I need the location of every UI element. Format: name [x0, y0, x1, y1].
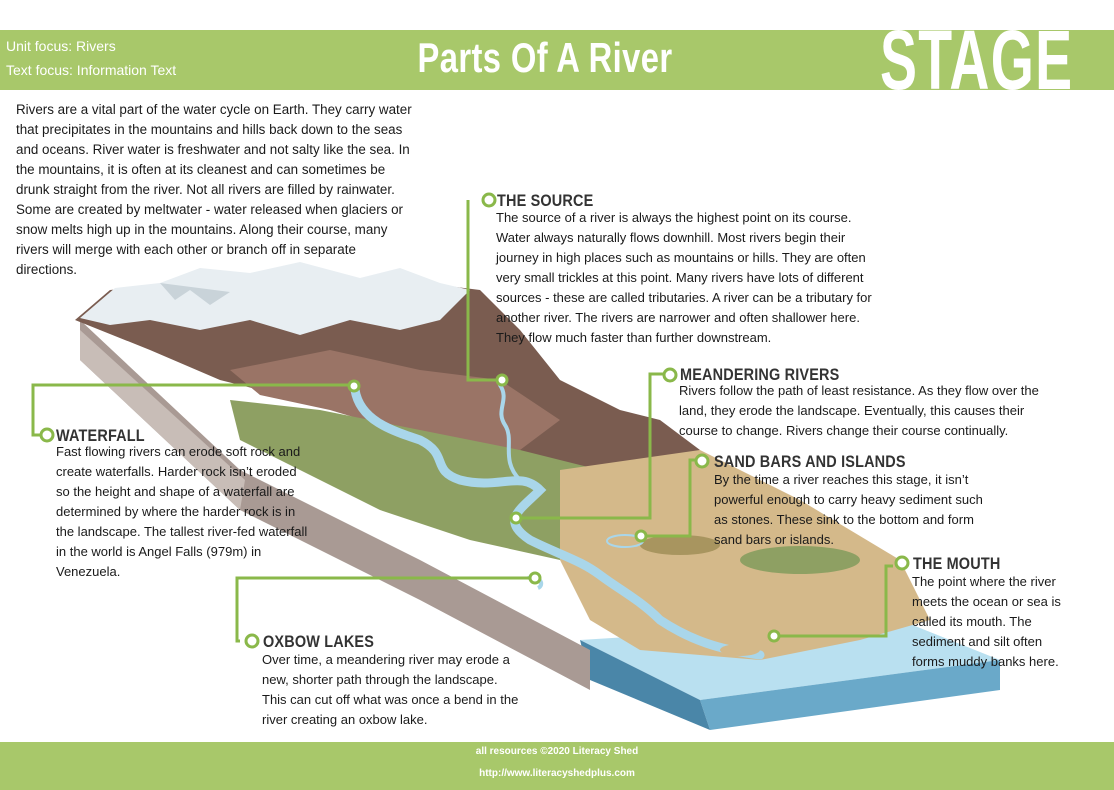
meandering-marker [662, 367, 678, 383]
grass-patch [740, 546, 860, 574]
earth-side-left [80, 330, 245, 510]
footer-copyright: all resources ©2020 Literacy Shed [475, 746, 639, 757]
source-marker [481, 192, 497, 208]
sandbars-title: SAND BARS AND ISLANDS [714, 452, 906, 471]
waterfall-point-marker [347, 379, 361, 393]
meandering-connector [516, 372, 668, 520]
oxbow-title: OXBOW LAKES [263, 632, 375, 651]
footer-url-link[interactable]: http://www.literacyshedplus.com [479, 768, 635, 779]
oxbow-point-marker [528, 571, 542, 585]
text-focus: Text focus: Information Text [6, 62, 177, 78]
waterfall-text: Fast flowing rivers can erode soft rock … [56, 444, 308, 579]
snow-caps [80, 262, 470, 335]
intro-paragraph: Rivers are a vital part of the water cyc… [16, 102, 412, 277]
delta-island [774, 640, 806, 650]
callout-markers [39, 192, 910, 649]
earth-front-slab [80, 320, 590, 690]
mouth-marker [894, 555, 910, 571]
sea-side [700, 660, 1000, 730]
sandbars-connector [642, 458, 695, 538]
sandbars-point-marker [634, 529, 648, 543]
footer-band [0, 742, 1114, 790]
source-text: The source of a river is always the high… [496, 210, 872, 345]
meandering-title: MEANDERING RIVERS [680, 365, 840, 384]
oxbow-connector [235, 576, 534, 643]
mouth-title: THE MOUTH [913, 554, 1001, 573]
grass-patch [640, 535, 720, 555]
header-band [0, 30, 1114, 90]
delta-island [720, 644, 760, 656]
callout-connectors [31, 200, 893, 643]
tributary-path [498, 383, 522, 482]
sea-front [580, 640, 710, 730]
mouth-text: The point where the river meets the ocea… [912, 574, 1061, 669]
oxbow-text: Over time, a meandering river may erode … [262, 652, 519, 727]
page-title: Parts Of A River [417, 34, 673, 81]
foothills [230, 350, 560, 450]
source-title: THE SOURCE [497, 191, 594, 210]
mouth-connector [774, 564, 893, 638]
mouth-point-marker [767, 629, 781, 643]
sandbars-text: By the time a river reaches this stage, … [714, 472, 983, 547]
waterfall-title: WATERFALL [56, 426, 145, 445]
source-point-marker [495, 373, 509, 387]
stage-label: STAGE 4 [880, 13, 1074, 191]
waterfall-marker [39, 427, 55, 443]
meandering-text: Rivers follow the path of least resistan… [679, 383, 1039, 438]
sandbars-marker [694, 453, 710, 469]
unit-focus: Unit focus: Rivers [6, 38, 116, 54]
source-connector [466, 200, 500, 382]
oxbow-marker [244, 633, 260, 649]
meandering-point-marker [509, 511, 523, 525]
snow-shadow [160, 283, 230, 305]
